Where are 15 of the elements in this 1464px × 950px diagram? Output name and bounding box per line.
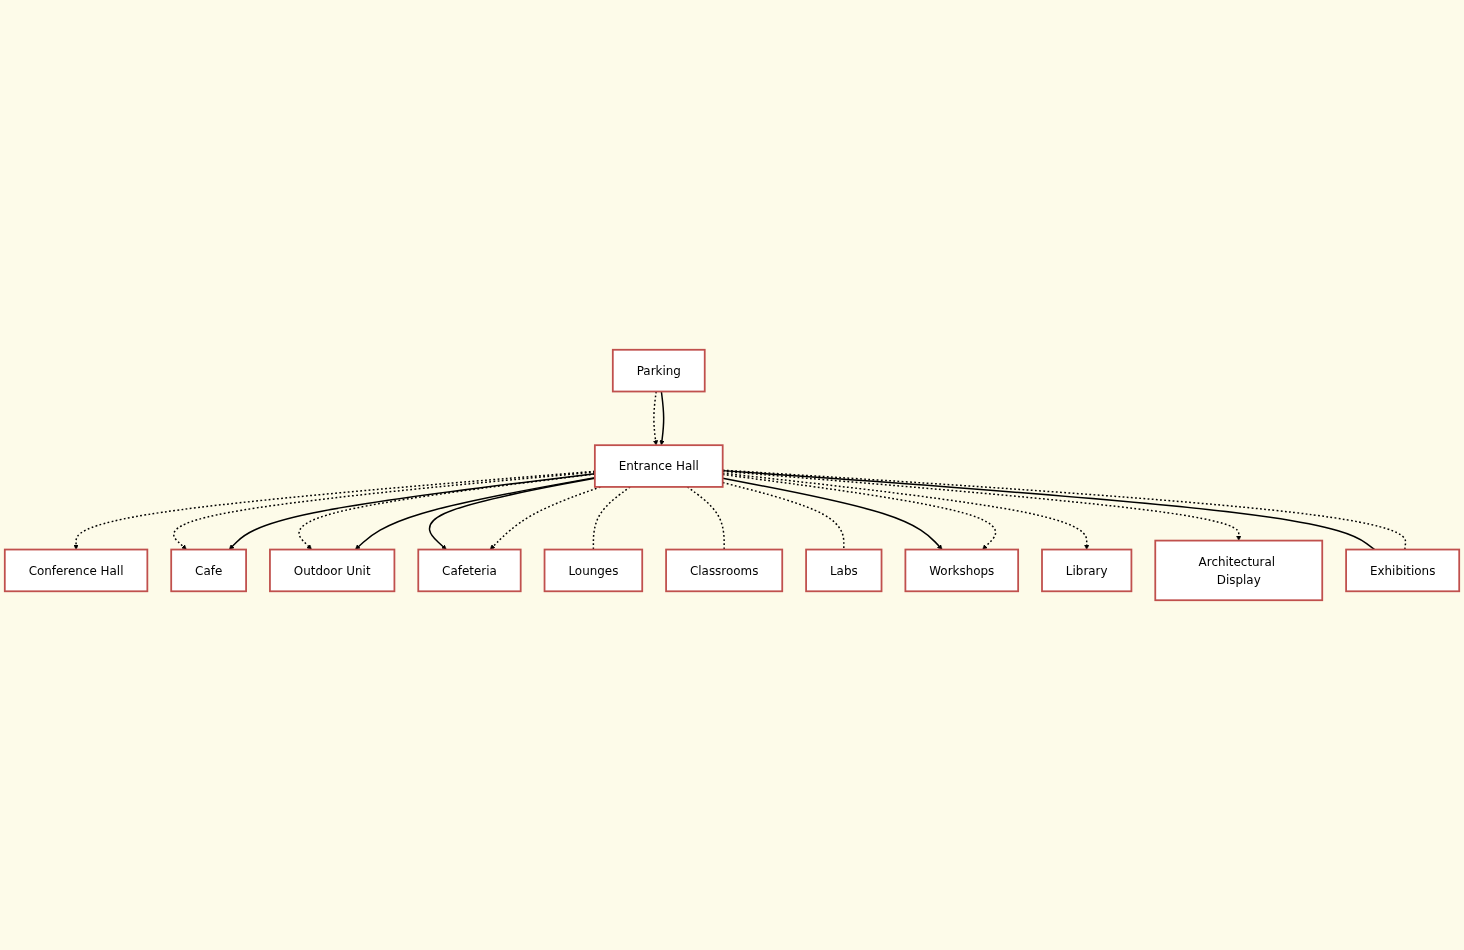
node-box: Classrooms <box>665 548 784 593</box>
node-box: Parking <box>611 348 706 393</box>
node-box: Lounges <box>543 548 644 593</box>
arrow <box>652 390 659 446</box>
node-box: Library <box>1041 548 1133 593</box>
arrow <box>659 390 665 446</box>
node-box: Entrance Hall <box>593 444 724 488</box>
node-box: Cafe <box>170 548 247 593</box>
node-box: Labs <box>805 548 883 593</box>
node-box: Architectural Display <box>1154 539 1324 602</box>
node-box: Exhibitions <box>1345 548 1461 593</box>
node-box: Outdoor Unit <box>269 548 396 593</box>
node-box: Workshops <box>904 548 1020 593</box>
node-box: Conference Hall <box>3 548 149 593</box>
node-box: Cafeteria <box>417 548 522 593</box>
